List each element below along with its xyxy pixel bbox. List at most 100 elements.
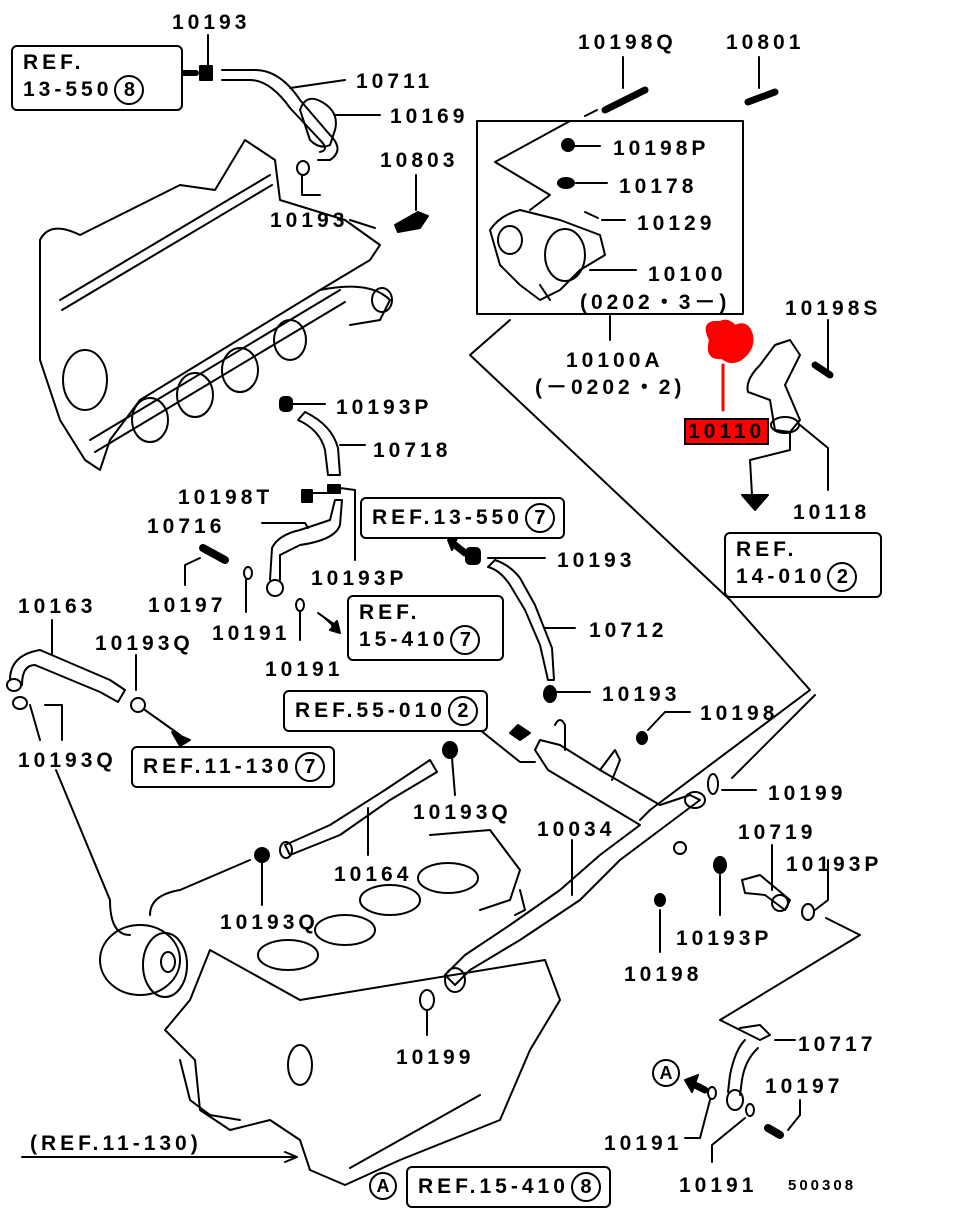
ref-code: 14-010 [736,565,826,589]
part-range-10100A: (－0202・2) [535,376,686,399]
ref-prefix: REF. [23,51,85,74]
part-label-10193[interactable]: 10193 [172,11,251,34]
ref-circle-number: 2 [827,562,858,593]
ref-code: REF.11-130 [143,755,293,778]
hose-10163 [6,619,191,901]
oring-10199-lower [419,989,435,1011]
part-label-10193P-d[interactable]: 10193P [676,927,773,950]
part-label-10197-b[interactable]: 10197 [765,1075,844,1098]
leader-10193-head [349,219,376,229]
part-label-10803[interactable]: 10803 [380,149,459,172]
ref-code: 15-410 [359,628,449,652]
ref-circle-number: 8 [570,1172,601,1202]
ref-code: REF.13-550 [372,506,523,529]
ref-circle-number: 7 [294,752,325,782]
part-label-10716[interactable]: 10716 [147,515,226,538]
ref-circle-number: 7 [450,625,481,656]
part-label-10191-b[interactable]: 10191 [265,658,344,681]
part-label-10718[interactable]: 10718 [373,439,452,462]
marker-A-right: A [652,1059,680,1087]
part-label-10193-low[interactable]: 10193 [602,683,681,706]
part-label-10163[interactable]: 10163 [18,595,97,618]
arrow-to-15-410-7 [317,612,341,634]
part-label-10198P[interactable]: 10198P [613,137,710,160]
ref-prefix: REF. [359,601,421,624]
part-label-10193-head[interactable]: 10193 [270,209,349,232]
part-label-10118[interactable]: 10118 [793,501,871,524]
ref-circle-number: 7 [524,503,555,533]
part-label-10193Q-b[interactable]: 10193Q [18,749,117,772]
part-label-10193P-b[interactable]: 10193P [311,567,408,590]
part-label-10197-a[interactable]: 10197 [148,594,227,617]
washer-10191-a [243,566,253,580]
part-label-10198-a[interactable]: 10198 [700,702,779,725]
engine-block [164,829,561,1186]
fitting-10719 [713,844,861,1031]
part-label-10169[interactable]: 10169 [390,105,469,128]
marker-A-bottom: A [369,1172,397,1200]
part-label-10110-highlighted[interactable]: 10110 [684,418,770,445]
hose-10164 [254,741,458,906]
part-label-10198T[interactable]: 10198T [178,486,274,509]
part-label-10193P-c[interactable]: 10193P [786,853,883,876]
part-label-10199-b[interactable]: 10199 [396,1046,475,1069]
oil-cooler [99,859,251,998]
part-label-10712[interactable]: 10712 [589,619,668,642]
sensor-10803 [394,174,429,233]
part-label-10100A[interactable]: 10100A [566,349,664,372]
hose-10718 [279,396,366,476]
washer-10191-b [295,598,305,612]
part-label-10129[interactable]: 10129 [637,212,716,235]
arrow-ref-11-130 [21,1151,298,1163]
bolt-10197-left [184,544,229,586]
cylinder-head [39,139,393,471]
part-label-10191-c[interactable]: 10191 [604,1132,683,1155]
ref-label-11-130-paren[interactable]: (REF.11-130) [30,1132,202,1155]
hose-10711 [169,34,381,196]
ref-prefix: REF. [736,538,798,561]
part-label-10164[interactable]: 10164 [334,863,413,886]
part-label-10178[interactable]: 10178 [619,175,698,198]
part-label-10198-b[interactable]: 10198 [624,963,703,986]
part-label-10034[interactable]: 10034 [537,818,616,841]
part-label-10100[interactable]: 10100 [648,263,727,286]
water-pipe-10034 [444,694,816,993]
leader-diagonal [469,319,811,821]
part-label-10801[interactable]: 10801 [726,31,805,54]
part-label-10191-d[interactable]: 10191 [679,1174,758,1197]
ref-code: REF.15-410 [418,1175,569,1198]
ref-code: 13-550 [23,78,113,102]
part-label-10711[interactable]: 10711 [356,70,434,93]
part-label-10198Q[interactable]: 10198Q [578,31,677,54]
fitting-10801 [744,56,779,106]
part-label-10193Q-d[interactable]: 10193Q [220,911,319,934]
part-label-10199-a[interactable]: 10199 [768,782,847,805]
part-label-10198S[interactable]: 10198S [785,297,882,320]
part-label-10193Q-a[interactable]: 10193Q [95,632,194,655]
part-range-10100: (0202・3－) [580,291,731,314]
part-label-10193Q-c[interactable]: 10193Q [413,801,512,824]
leader-A [349,1094,481,1169]
part-label-10719[interactable]: 10719 [738,821,817,844]
water-outlet-10118 [741,319,834,511]
part-label-10191-a[interactable]: 10191 [212,622,291,645]
pipe-10717 [684,1024,801,1163]
part-label-10717[interactable]: 10717 [798,1033,877,1056]
bolt-10198Q [584,56,649,117]
drawing-code: 500308 [788,1177,857,1194]
thermostat-10110-highlight [705,319,754,412]
part-label-10193P-a[interactable]: 10193P [336,396,433,419]
hose-10712 [447,535,591,703]
bolt-10198-lower [654,893,666,953]
thermostat-housing-box [476,120,744,315]
ref-circle-number: 8 [114,75,145,106]
part-label-10193-mid[interactable]: 10193 [557,549,636,572]
ref-code: REF.55-010 [295,699,446,722]
